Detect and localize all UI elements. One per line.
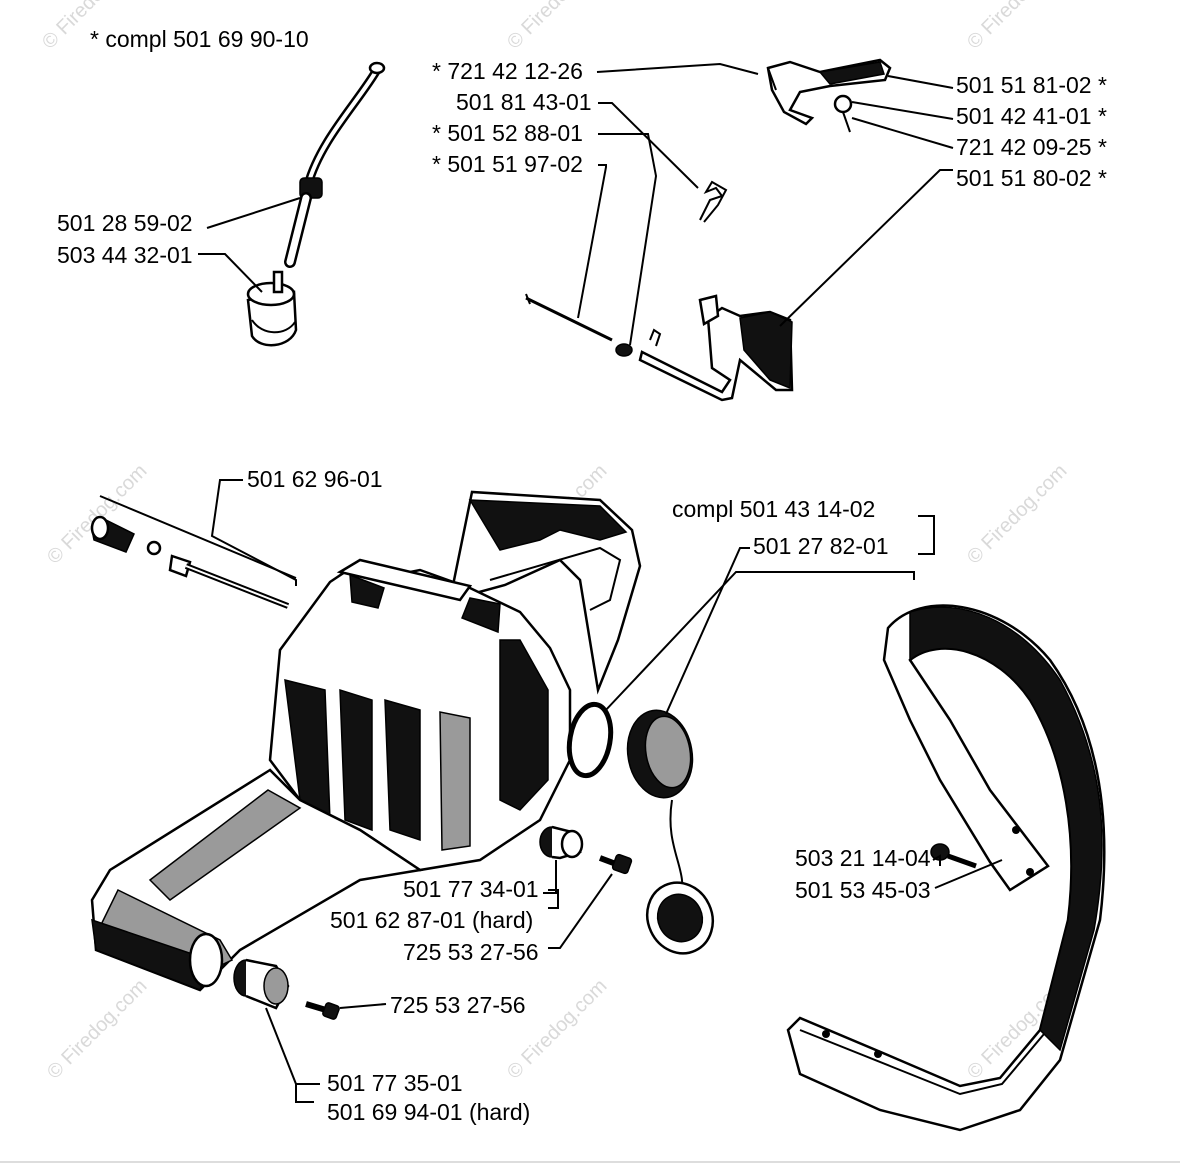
leader-oil-filter bbox=[198, 253, 263, 293]
cap-seal-ring bbox=[566, 701, 614, 779]
throttle-lock-spring bbox=[699, 180, 728, 223]
bracket-tank-cap bbox=[918, 515, 935, 555]
label-501-81-43-01: 501 81 43-01 bbox=[456, 89, 592, 115]
watermark: © Firedog.com bbox=[963, 0, 1072, 54]
label-501-51-97-02: * 501 51 97-02 bbox=[432, 151, 583, 177]
fuel-tank-cap bbox=[626, 709, 715, 955]
leader-721-42-09-25 bbox=[851, 117, 954, 149]
bracket-damper-a bbox=[548, 889, 559, 909]
leader-screw-a bbox=[548, 873, 613, 949]
damper-upper bbox=[539, 825, 584, 860]
label-721-42-12-26: * 721 42 12-26 bbox=[432, 58, 583, 84]
leader-501-51-97-02 bbox=[577, 164, 607, 319]
leader-damper-b bbox=[265, 1007, 297, 1085]
label-501-51-81-02: 501 51 81-02 * bbox=[956, 72, 1107, 98]
leader-tank-cap bbox=[665, 547, 750, 715]
screw-lower bbox=[305, 1001, 340, 1020]
oil-filter bbox=[246, 270, 298, 347]
label-handle-screw: 503 21 14-04 bbox=[795, 845, 931, 871]
leader-501-62-96-01 bbox=[210, 479, 297, 586]
handle-rear-assembly bbox=[525, 293, 794, 402]
leader-721-42-12-26 bbox=[596, 62, 759, 75]
leader-screw-b bbox=[339, 1003, 387, 1009]
leader-501-51-81-02 bbox=[887, 75, 954, 89]
label-damper-b-hard: 501 69 94-01 (hard) bbox=[327, 1099, 530, 1125]
label-tank-cap-kit: compl 501 43 14-02 bbox=[672, 496, 875, 522]
bracket-rod bbox=[99, 495, 297, 579]
leader-501-81-43-01 bbox=[598, 102, 699, 189]
throttle-trigger bbox=[766, 58, 892, 126]
label-oil-hose: 501 28 59-02 bbox=[57, 210, 193, 236]
label-501-51-80-02: 501 51 80-02 * bbox=[956, 165, 1107, 191]
label-damper-b: 501 77 35-01 bbox=[327, 1070, 463, 1096]
oil-hose-assembly bbox=[284, 61, 386, 268]
label-cap-seal: 501 27 82-01 bbox=[753, 533, 889, 559]
label-screw-b: 725 53 27-56 bbox=[390, 992, 526, 1018]
label-screw-a: 725 53 27-56 bbox=[403, 939, 539, 965]
label-721-42-09-25: 721 42 09-25 * bbox=[956, 134, 1107, 160]
leader-501-52-88-01 bbox=[598, 133, 658, 346]
label-oil-filter: 503 44 32-01 bbox=[57, 242, 193, 268]
label-damper-a: 501 77 34-01 bbox=[403, 876, 539, 902]
label-oil-kit: * compl 501 69 90-10 bbox=[90, 26, 309, 52]
front-handle bbox=[786, 604, 1106, 1132]
watermark: © Firedog.com bbox=[963, 460, 1072, 569]
label-501-42-41-01: 501 42 41-01 * bbox=[956, 103, 1107, 129]
leader-oil-hose bbox=[206, 197, 301, 229]
throttle-rod bbox=[90, 515, 290, 609]
label-501-62-96-01: 501 62 96-01 bbox=[247, 466, 383, 492]
label-501-52-88-01: * 501 52 88-01 bbox=[432, 120, 583, 146]
watermark: © Firedog.com bbox=[503, 0, 612, 54]
leader-501-42-41-01 bbox=[851, 101, 954, 120]
bracket-cap-seal bbox=[900, 571, 915, 580]
leader-cap-seal-ring bbox=[603, 571, 906, 713]
leader-damper-a bbox=[543, 860, 557, 894]
leader-handle-screw bbox=[932, 854, 941, 866]
label-front-handle: 501 53 45-03 bbox=[795, 877, 931, 903]
trigger-spring bbox=[833, 94, 853, 133]
damper-lower bbox=[233, 958, 290, 1010]
screw-upper bbox=[598, 853, 633, 875]
watermark: © Firedog.com bbox=[43, 460, 152, 569]
leader-front-handle bbox=[934, 859, 1003, 889]
fuel-tank-handle bbox=[90, 490, 642, 992]
leader-501-51-80-02 bbox=[779, 169, 953, 327]
label-damper-a-hard: 501 62 87-01 (hard) bbox=[330, 907, 533, 933]
handle-screw bbox=[930, 843, 977, 869]
watermark: © Firedog.com bbox=[43, 975, 152, 1084]
bracket-damper-b bbox=[295, 1083, 320, 1103]
